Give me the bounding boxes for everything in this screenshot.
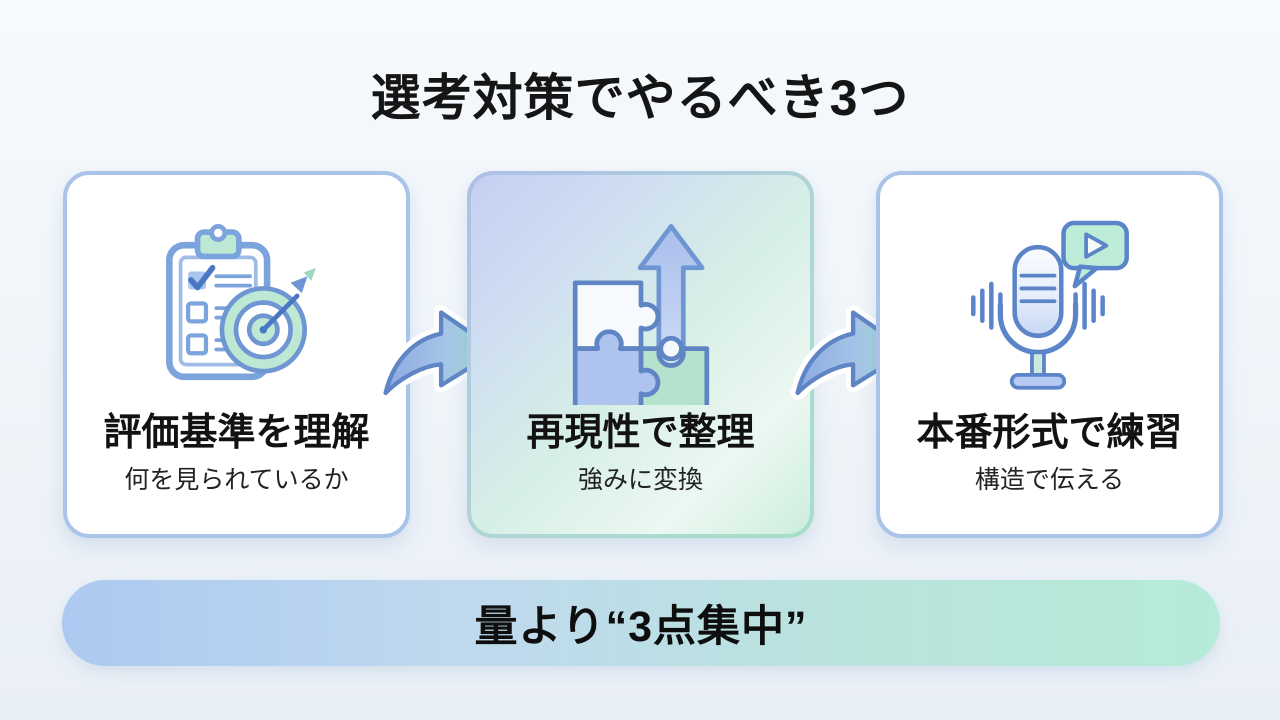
step-card-1: 評価基準を理解 何を見られているか xyxy=(63,171,410,538)
dart-icon xyxy=(260,293,300,333)
step1-icon-area xyxy=(67,215,406,407)
curved-right-arrow-icon xyxy=(378,305,504,401)
step1-subtitle: 何を見られているか xyxy=(124,465,349,494)
checkbox-empty xyxy=(185,333,208,356)
step3-subtitle: 構造で伝える xyxy=(974,465,1125,494)
step2-icon-area xyxy=(471,215,810,407)
checkmark-icon xyxy=(187,264,215,291)
sound-waves-left xyxy=(970,281,1003,330)
page-title: 選考対策でやるべき3つ xyxy=(370,70,910,126)
sound-waves-right xyxy=(1072,281,1105,330)
step1-title: 評価基準を理解 xyxy=(103,412,370,454)
step3-icon-area xyxy=(880,215,1219,407)
step2-title: 再現性で整理 xyxy=(526,412,755,454)
microphone-icon xyxy=(997,244,1078,390)
speech-bubble-icon xyxy=(1060,220,1129,289)
step-card-3: 本番形式で練習 構造で伝える xyxy=(876,171,1223,538)
play-icon xyxy=(1083,232,1108,259)
target-icon xyxy=(219,267,316,374)
puzzle-icon xyxy=(572,280,709,405)
summary-banner-text: 量より“3点集中” xyxy=(474,603,808,651)
clipboard-checklist-target-icon xyxy=(165,224,316,381)
checkbox-empty xyxy=(185,301,208,324)
step2-subtitle: 強みに変換 xyxy=(577,465,703,494)
summary-banner: 量より“3点集中” xyxy=(62,580,1220,666)
step-card-2: 再現性で整理 強みに変換 xyxy=(467,171,814,538)
step3-title: 本番形式で練習 xyxy=(916,412,1183,454)
microphone-speech-bubble-icon xyxy=(970,220,1129,390)
puzzle-growth-arrow-icon xyxy=(572,224,709,405)
